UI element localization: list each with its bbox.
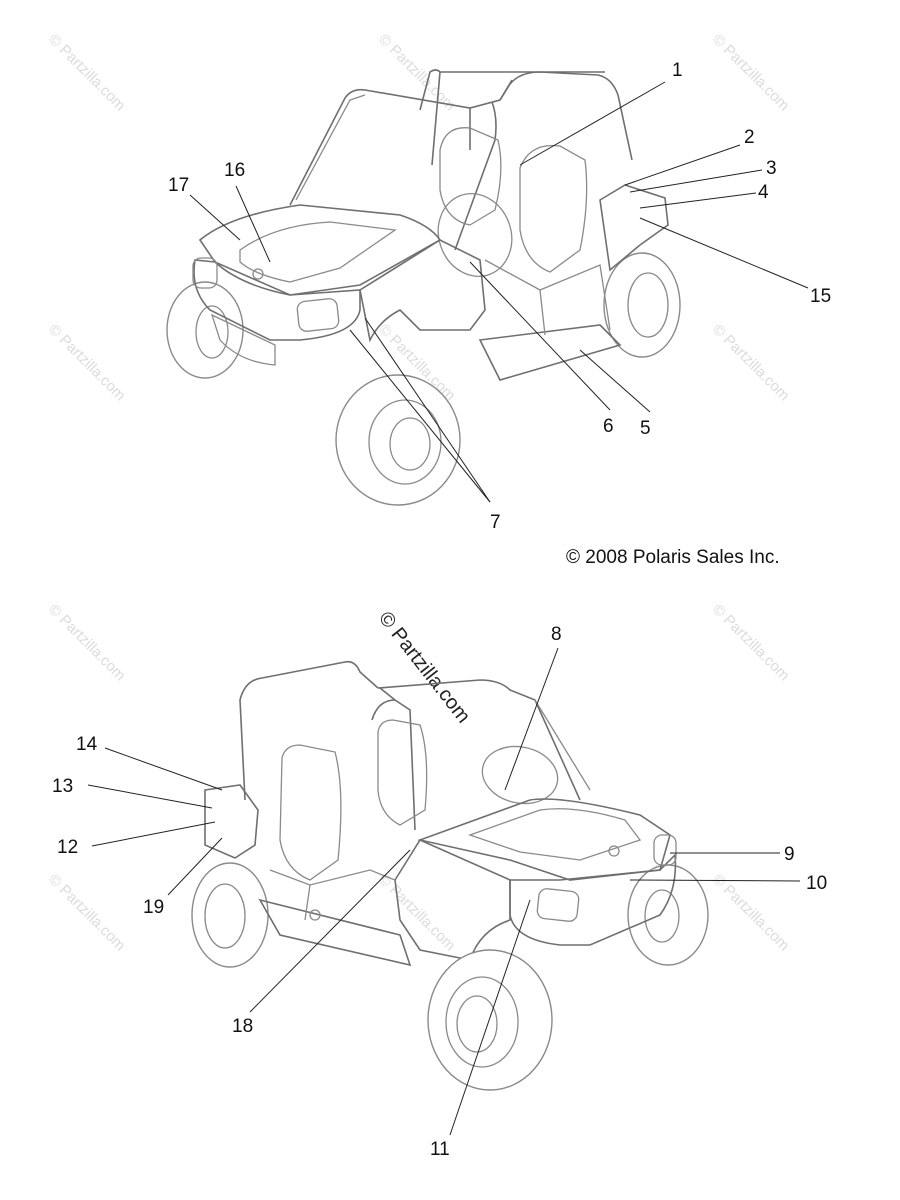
callout-label: 3 (766, 158, 777, 179)
top-callouts: 1 2 3 4 15 16 17 6 5 7 (168, 60, 831, 533)
callout-label: 11 (430, 1139, 450, 1160)
side-body (394, 838, 511, 961)
callout-label: 9 (784, 844, 795, 865)
seat (439, 127, 502, 226)
tire-rim (204, 883, 246, 949)
watermark: © Partzilla.com (709, 601, 792, 684)
tire-hub (389, 417, 431, 471)
bottom-leaders (87, 647, 801, 1136)
door-frame (484, 259, 611, 336)
rocker-panel (478, 324, 622, 381)
callout-label: 12 (57, 837, 78, 858)
headlight (653, 834, 677, 866)
windshield (534, 699, 591, 791)
front-fascia (193, 259, 361, 341)
rocker-panel (258, 898, 412, 967)
roll-cage-bar (371, 687, 416, 831)
hood (198, 204, 442, 296)
seat (519, 144, 588, 273)
callout-label: 14 (76, 734, 98, 755)
callout-label: 1 (672, 60, 683, 81)
callout-label: 5 (640, 418, 651, 439)
seat (377, 719, 428, 826)
watermark: © Partzilla.com (45, 601, 128, 684)
headlight (192, 257, 218, 289)
tire-rim (445, 976, 519, 1068)
seat (279, 744, 342, 881)
callout-label: 16 (224, 160, 245, 181)
bumper (210, 313, 276, 366)
watermark: © Partzilla.com (709, 31, 792, 114)
tire-rim (195, 305, 229, 359)
center-watermark: © Partzilla.com (374, 608, 474, 728)
roll-cage (289, 71, 633, 206)
windshield (295, 94, 366, 201)
callout-label: 7 (490, 512, 501, 533)
roll-cage-rear (419, 69, 605, 166)
watermark: © Partzilla.com (709, 871, 792, 954)
top-leaders (189, 81, 809, 503)
watermark: © Partzilla.com (709, 321, 792, 404)
callout-label: 4 (758, 182, 769, 203)
seatbelt-buckle (309, 909, 321, 921)
tire (427, 949, 553, 1091)
hood-emblem (608, 845, 620, 857)
watermark: © Partzilla.com (45, 31, 128, 114)
hood-emblem (252, 268, 264, 280)
tire-rim (644, 889, 680, 943)
copyright-notice: © 2008 Polaris Sales Inc. (566, 547, 780, 568)
bottom-callouts: 8 14 13 12 19 9 10 18 11 (52, 624, 827, 1160)
top-vehicle-drawing (166, 69, 681, 506)
tire (191, 862, 269, 968)
callout-label: 8 (551, 624, 562, 645)
rear-fender (204, 784, 259, 859)
side-body (359, 239, 486, 343)
tire (166, 281, 244, 379)
callout-label: 6 (603, 416, 614, 437)
headlight (536, 888, 580, 922)
door-frame (269, 869, 396, 921)
tire (603, 252, 681, 358)
watermark: © Partzilla.com (45, 871, 128, 954)
callout-label: 2 (744, 127, 755, 148)
roll-cage (239, 660, 581, 801)
callout-label: 19 (143, 897, 164, 918)
watermark: © Partzilla.com (375, 871, 458, 954)
watermark: © Partzilla.com (45, 321, 128, 404)
hood-inner (239, 221, 397, 283)
steering-wheel (437, 193, 513, 277)
tire-rim (627, 272, 669, 338)
steering-wheel (481, 745, 559, 805)
headlight (296, 298, 340, 332)
hood-inner (468, 808, 642, 861)
tire-hub (456, 995, 498, 1053)
hood (417, 798, 671, 881)
callout-label: 13 (52, 776, 73, 797)
callout-label: 18 (232, 1016, 253, 1037)
roll-cage-bar (454, 79, 513, 251)
callout-label: 17 (168, 175, 189, 196)
bottom-vehicle-drawing (191, 660, 709, 1091)
callout-label: 10 (806, 873, 827, 894)
callout-label: 15 (810, 286, 831, 307)
